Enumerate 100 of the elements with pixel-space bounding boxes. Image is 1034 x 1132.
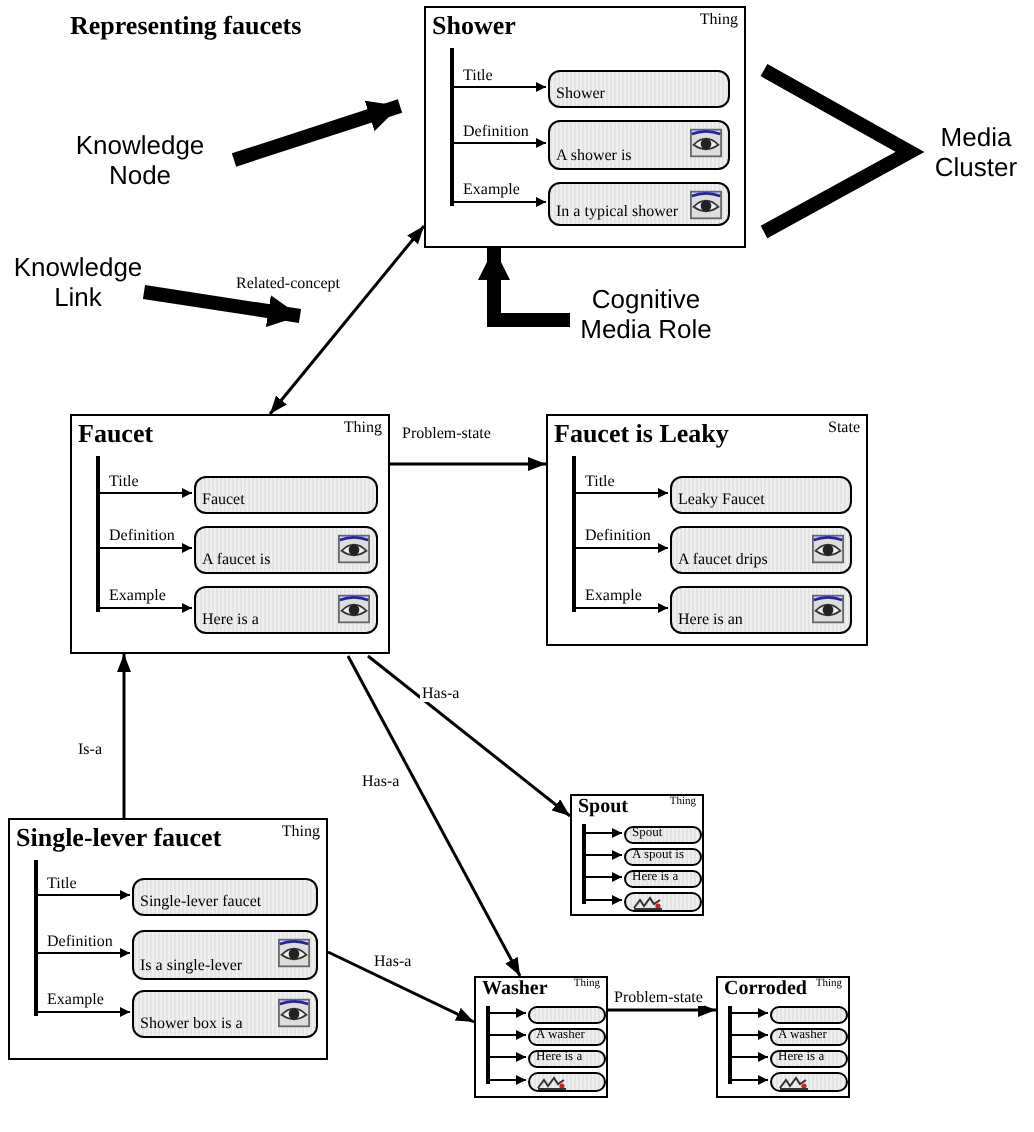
trunk-line: [572, 456, 575, 612]
arrow: [449, 196, 546, 206]
field-box: [770, 1006, 848, 1024]
type-label: Thing: [343, 418, 382, 436]
edge-label: Definition: [109, 526, 175, 544]
field-box: [528, 1050, 606, 1068]
arrow: [95, 602, 192, 612]
field-text: Shower: [556, 84, 605, 102]
field-box: [194, 586, 378, 634]
arrow: [581, 894, 622, 904]
arrow: [727, 1029, 768, 1039]
edge-label: Problem-state: [400, 424, 493, 442]
annotation-text: Knowledge Node: [60, 132, 220, 200]
field-text: Here is an: [678, 610, 743, 628]
type-label: Thing: [281, 822, 320, 840]
arrow: [367, 654, 571, 818]
edge-label: Title: [47, 873, 77, 891]
arrow: [33, 1006, 130, 1016]
trunk-line: [450, 48, 453, 206]
edge-label: Example: [463, 180, 520, 198]
type-label: Thing: [699, 10, 738, 28]
field-box: [624, 870, 702, 888]
edge-label: Has-a: [360, 772, 402, 790]
edge-label: Related-concept: [234, 274, 342, 292]
arrow: [117, 654, 131, 818]
trunk-line: [34, 860, 37, 1016]
arrow: [95, 487, 192, 497]
concept-box: [8, 818, 328, 1060]
box-heading: Faucet: [78, 418, 154, 450]
trunk-line: [486, 1006, 489, 1084]
arrow: [231, 99, 403, 167]
media-field: [528, 1072, 606, 1092]
arrow: [327, 950, 475, 1024]
field-box: [548, 120, 730, 170]
arrow: [608, 1003, 716, 1017]
field-box: [548, 70, 730, 108]
field-text: In a typical shower: [556, 202, 679, 220]
edge-label: Definition: [585, 526, 651, 544]
box-heading: Shower: [432, 10, 516, 42]
field-box: [670, 586, 852, 634]
arrow: [571, 542, 668, 552]
edge-label: Example: [585, 586, 642, 604]
annotation-text: Cognitive Media Role: [570, 286, 722, 346]
box-heading: Spout: [578, 796, 629, 818]
arrow: [485, 1029, 526, 1039]
arrow: [33, 889, 130, 899]
field-box: [670, 526, 852, 574]
field-text: A shower is: [556, 146, 632, 164]
field-text: Faucet: [202, 490, 245, 508]
field-text: Is a single-lever: [140, 956, 243, 974]
box-heading: Washer: [482, 978, 548, 1000]
edge-label: Has-a: [372, 952, 414, 970]
field-box: [624, 826, 702, 844]
box-heading: Single-lever faucet: [16, 822, 222, 854]
field-box: [132, 878, 318, 916]
edge-label: Definition: [463, 121, 529, 139]
concept-box: [474, 976, 608, 1098]
field-text: Single-lever faucet: [140, 892, 262, 910]
field-box: [132, 990, 318, 1038]
type-label: State: [828, 418, 860, 436]
arrow: [581, 849, 622, 859]
box-heading: Corroded: [724, 978, 807, 1000]
media-field: [624, 892, 702, 912]
arrow: [478, 248, 570, 327]
field-box: [670, 476, 852, 514]
trunk-line: [728, 1006, 731, 1084]
field-box: [770, 1028, 848, 1046]
box-heading: Faucet is Leaky: [554, 418, 729, 450]
arrow: [346, 655, 522, 977]
field-box: [194, 526, 378, 574]
concept-box: [716, 976, 850, 1098]
field-text: Shower box is a: [140, 1014, 243, 1032]
edge-label: Title: [585, 471, 615, 489]
field-text: A faucet drips: [678, 550, 768, 568]
media-field: [770, 1072, 848, 1092]
field-box: [548, 182, 730, 226]
concept-box: [424, 6, 746, 248]
arrow: [268, 225, 426, 415]
field-box: [624, 848, 702, 866]
concept-box: [570, 794, 704, 916]
annotation-text: Knowledge Link: [10, 254, 146, 314]
diagram-title: Representing faucets: [70, 10, 302, 42]
arrow: [449, 137, 546, 147]
arrow: [485, 1051, 526, 1061]
arrow: [95, 542, 192, 552]
edge-label: Problem-state: [612, 988, 705, 1006]
field-text: A faucet is: [202, 550, 271, 568]
edge-label: Has-a: [420, 684, 462, 702]
edge-label: Example: [47, 990, 104, 1008]
arrow: [727, 1074, 768, 1084]
arrow: [390, 457, 546, 471]
annotation-text: Media Cluster: [932, 124, 1020, 184]
concept-box: [70, 414, 390, 654]
field-box: [528, 1006, 606, 1024]
arrow: [581, 827, 622, 837]
trunk-line: [96, 456, 99, 612]
edge-label: Example: [109, 586, 166, 604]
trunk-line: [582, 824, 585, 904]
arrow: [485, 1074, 526, 1084]
arrow: [485, 1007, 526, 1017]
